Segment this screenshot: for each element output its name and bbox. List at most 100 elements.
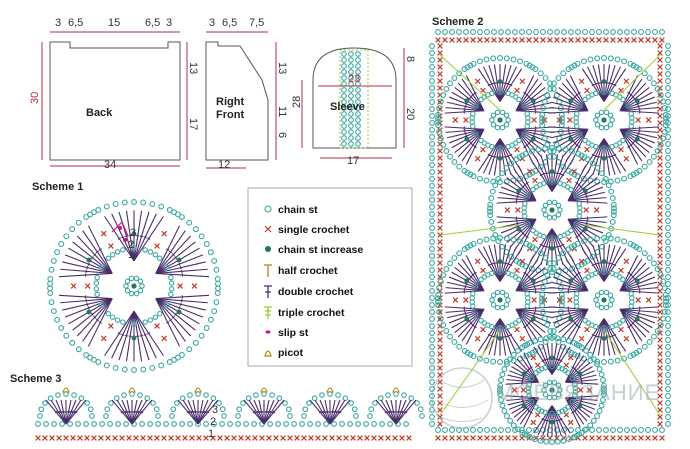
single-crochet-mark (657, 120, 663, 126)
chain-st-mark (539, 291, 546, 298)
chain-st-mark (528, 265, 535, 272)
chain-st-mark (665, 99, 671, 105)
single-crochet-mark (567, 297, 573, 303)
chain-st-mark (546, 199, 553, 206)
chain-st-mark (603, 109, 610, 116)
chain-st-mark (341, 135, 347, 141)
sleeve-motif-strip (341, 51, 361, 147)
chain-st-mark (550, 266, 557, 272)
chain-st-mark (489, 188, 496, 195)
double-crochet-bar (492, 82, 497, 85)
single-crochet-mark (566, 236, 572, 243)
single-crochet-mark (512, 435, 518, 441)
chain-st-mark (121, 199, 128, 206)
chain-increase-mark (86, 309, 92, 315)
chain-st-mark (662, 122, 669, 129)
chain-st-mark (601, 359, 607, 365)
sleeve-dim-right-1: 8 (404, 56, 416, 62)
chain-st-mark (569, 148, 576, 155)
chain-st-mark (341, 63, 347, 69)
chain-increase-mark (464, 136, 470, 142)
chain-st-mark (171, 209, 178, 216)
double-crochet-bar (87, 262, 90, 266)
single-crochet-mark (659, 37, 665, 43)
chain-st-mark (601, 145, 607, 151)
chain-increase-mark (549, 169, 555, 174)
chain-st-mark (603, 304, 610, 311)
single-crochet-mark (571, 168, 578, 175)
double-crochet-bar (471, 143, 475, 147)
chain-st-mark (522, 201, 528, 207)
single-crochet-mark (578, 78, 585, 85)
chain-st-mark (341, 57, 347, 63)
chain-st-mark (627, 353, 634, 360)
chain-st-mark (485, 272, 491, 278)
chain-st-mark (207, 249, 214, 256)
chain-st-mark (456, 250, 463, 257)
chain-st-mark (609, 297, 615, 303)
chain-st-mark (47, 285, 53, 292)
chain-st-mark (665, 246, 671, 252)
chain-st-mark (149, 365, 156, 371)
chain-st-mark (478, 276, 484, 283)
chain-st-mark (503, 165, 510, 171)
chain-st-mark (429, 295, 435, 301)
double-crochet-bar (506, 262, 510, 266)
chain-st-mark (542, 75, 549, 81)
chain-st-mark (341, 141, 347, 147)
double-crochet-bar (523, 91, 527, 95)
chain-increase-mark (464, 278, 470, 284)
scheme1-title: Scheme 1 (32, 181, 83, 193)
chain-st-mark (429, 134, 435, 140)
chain-st-mark (587, 56, 594, 63)
single-crochet-mark (252, 435, 258, 441)
chain-st-mark (542, 382, 549, 389)
single-crochet-mark (617, 37, 623, 43)
single-crochet-mark (657, 57, 663, 63)
double-crochet-bar (525, 181, 529, 185)
single-crochet-mark (480, 146, 486, 153)
chain-st-mark (561, 182, 567, 188)
chain-st-mark (429, 365, 435, 371)
double-crochet-bar (573, 95, 577, 99)
double-crochet-bar (396, 411, 401, 413)
picot-mark (62, 387, 70, 393)
chain-st-mark (541, 387, 547, 393)
double-crochet-bar (487, 83, 491, 87)
chain-st-mark (665, 148, 671, 154)
chain-st-mark (341, 93, 347, 99)
double-crochet-bar (555, 245, 560, 248)
double-crochet-bar (178, 262, 181, 266)
chain-st-mark (429, 197, 435, 203)
scheme3-title: Scheme 3 (10, 373, 61, 385)
chain-st-mark (617, 427, 623, 433)
chain-st-mark (490, 301, 497, 308)
chain-st-mark (533, 29, 539, 35)
chain-st-mark (355, 87, 361, 93)
chain-st-mark (178, 214, 185, 220)
single-crochet-mark (657, 204, 663, 210)
single-crochet-mark (147, 435, 153, 441)
single-crochet-mark (584, 146, 590, 153)
chain-st-mark (75, 421, 81, 427)
single-crochet-mark (385, 435, 391, 441)
chain-st-mark (355, 141, 361, 147)
single-crochet-mark (308, 435, 314, 441)
chain-st-mark (549, 410, 555, 417)
chain-st-mark (37, 413, 43, 419)
chain-st-mark (555, 145, 562, 152)
chain-st-mark (663, 115, 669, 122)
single-crochet-mark (100, 230, 107, 237)
chain-st-mark (549, 179, 555, 185)
chain-increase-mark (634, 278, 640, 284)
chain-st-mark (580, 58, 587, 65)
single-crochet-mark (659, 435, 665, 441)
single-crochet-mark (582, 435, 588, 441)
double-crochet-bar (87, 306, 90, 310)
single-crochet-mark (519, 78, 526, 85)
single-crochet-mark (56, 435, 62, 441)
chain-st-mark (542, 145, 549, 152)
single-crochet-mark (657, 365, 663, 371)
single-crochet-mark (437, 85, 443, 91)
double-crochet-bar (629, 143, 633, 147)
